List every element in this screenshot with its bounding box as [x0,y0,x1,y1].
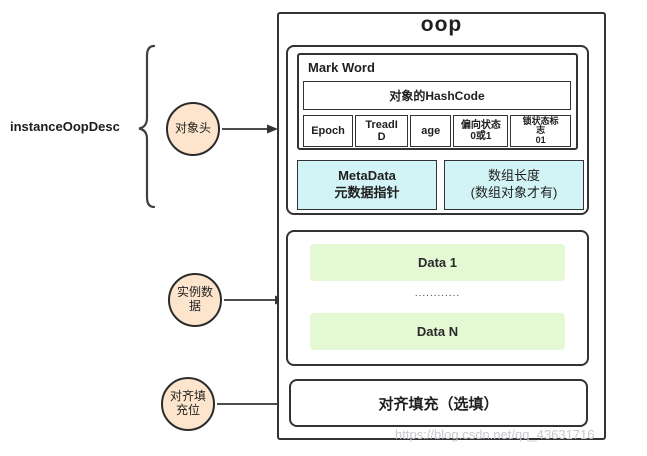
metadata-row: MetaData 元数据指针 数组长度 (数组对象才有) [297,160,584,210]
data-ellipsis: ............ [414,288,461,299]
hashcode-cell: 对象的HashCode [303,81,571,110]
object-header-circle: 对象头 [166,102,220,156]
instance-data-section: Data 1 ............ Data N [286,230,589,366]
align-padding-box: 对齐填充（选填） [289,379,588,427]
cell-age: age [410,115,452,147]
oop-title: oop [420,13,463,36]
left-curly-brace [138,44,156,209]
cell-bias-state: 偏向状态 0或1 [453,115,509,147]
metadata-pointer-box: MetaData 元数据指针 [297,160,437,210]
watermark-text: https://blog.csdn.net/qq_43631716 [395,427,595,442]
data-n-box: Data N [310,313,565,350]
instance-data-circle: 实例数 据 [168,273,222,327]
data-1-box: Data 1 [310,244,565,281]
mark-word-box: Mark Word 对象的HashCode Epoch TreadI D age… [297,53,578,150]
mark-word-cells-row: Epoch TreadI D age 偏向状态 0或1 锁状态标 志 01 [303,115,572,147]
cell-thread-id: TreadI D [355,115,409,147]
mark-word-title: Mark Word [308,60,375,75]
cell-lock-flag: 锁状态标 志 01 [510,115,572,147]
array-length-box: 数组长度 (数组对象才有) [444,160,584,210]
align-padding-circle: 对齐填 充位 [161,377,215,431]
object-header-section: Mark Word 对象的HashCode Epoch TreadI D age… [286,45,589,215]
cell-epoch: Epoch [303,115,354,147]
instance-oop-desc-label: instanceOopDesc [10,119,120,134]
